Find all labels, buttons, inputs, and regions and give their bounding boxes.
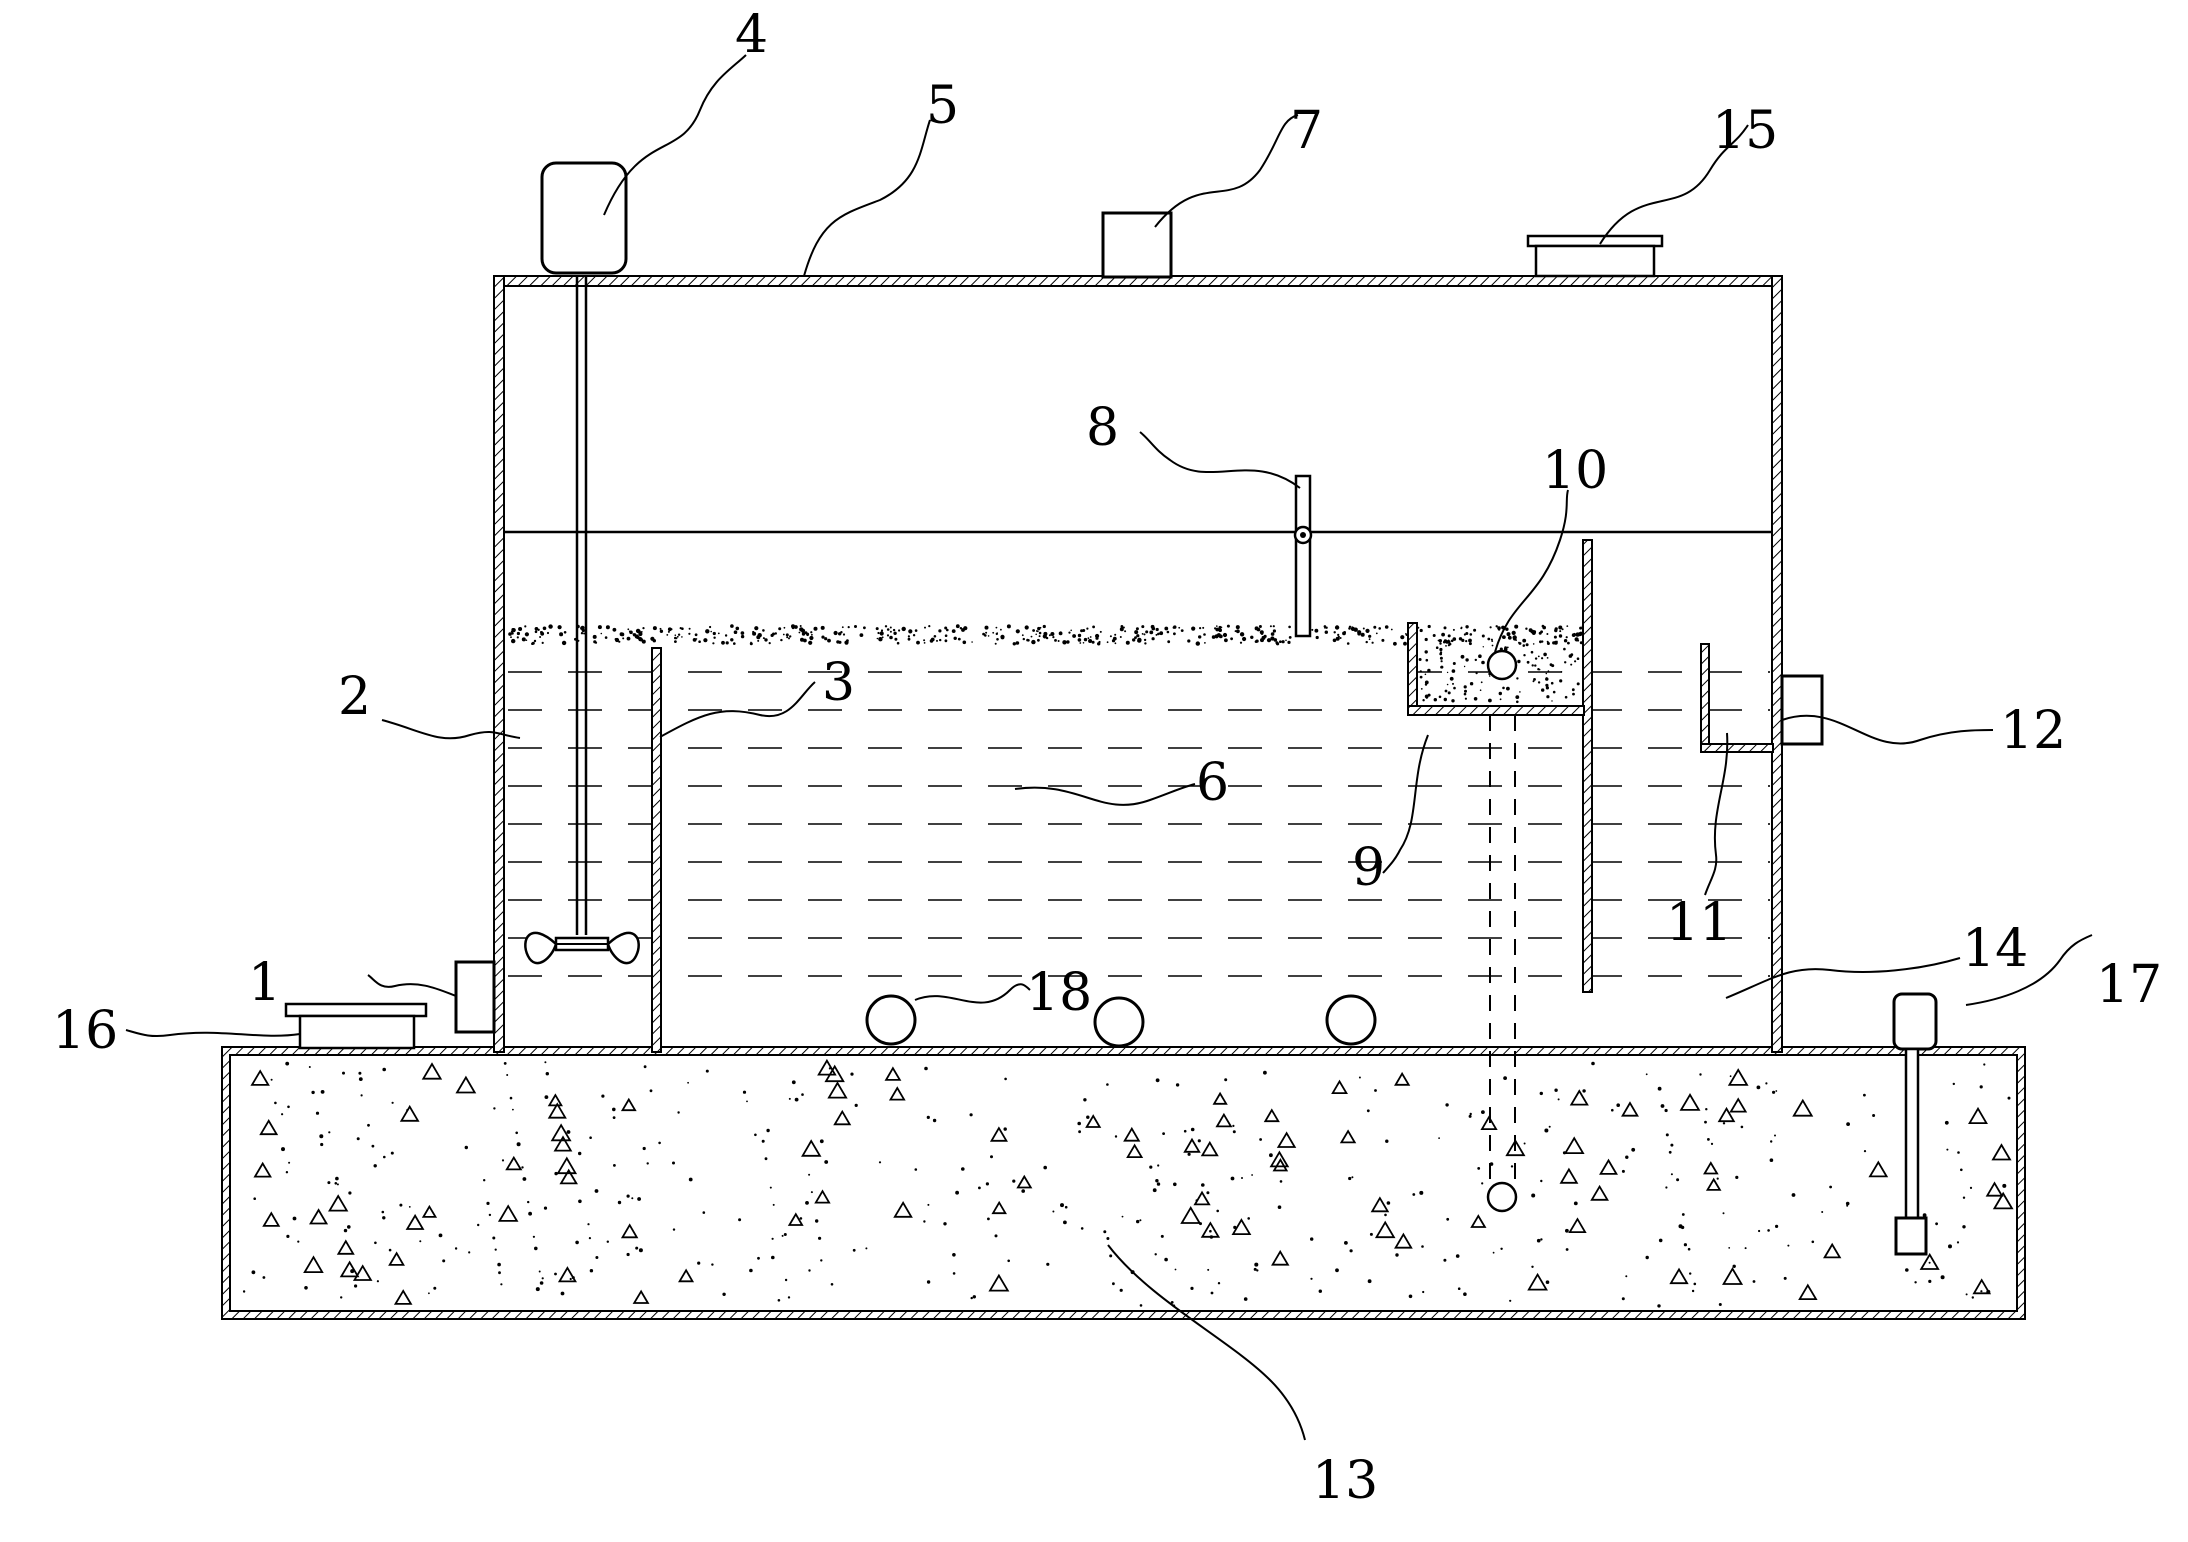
label-2: 2 [338,667,371,727]
label-16: 16 [52,1001,118,1061]
collecting-trough [1407,622,1585,716]
callout-labels: 1 2 3 4 5 6 7 8 9 10 11 12 13 14 15 16 1… [52,5,2162,1511]
base-manhole [284,1002,428,1050]
label-8: 8 [1086,398,1119,458]
soil-base [221,1046,2026,1320]
label-1: 1 [248,953,281,1013]
drain-pipe [1486,649,1518,1213]
leader-lines [125,54,2093,1441]
partition-plate [1582,539,1593,993]
label-15: 15 [1712,101,1778,161]
label-18: 18 [1026,963,1092,1023]
label-7: 7 [1290,101,1323,161]
label-14: 14 [1962,919,2028,979]
label-5: 5 [926,76,959,136]
label-10: 10 [1542,441,1608,501]
label-6: 6 [1196,753,1229,813]
label-11: 11 [1666,893,1732,953]
soil-texture [242,1058,2014,1308]
inlet-port [454,960,496,1034]
top-manhole [1526,234,1664,278]
gas-outlet [1101,211,1173,279]
skimmer-blade [1293,474,1313,638]
tank-body [493,275,1783,1053]
overflow-weir [1700,643,1774,753]
label-17: 17 [2096,955,2162,1015]
baffle-plate [651,647,662,1053]
stirrer-motor [540,161,628,935]
label-4: 4 [735,5,768,65]
label-12: 12 [2000,701,2066,761]
label-13: 13 [1312,1451,1378,1511]
label-3: 3 [822,653,855,713]
level-sensor [1892,992,1938,1256]
stirrer-impeller [524,931,640,965]
label-9: 9 [1352,838,1385,898]
aeration-pipes [865,994,1377,1048]
froth-layer [508,624,1590,704]
outlet-port [1780,674,1824,746]
